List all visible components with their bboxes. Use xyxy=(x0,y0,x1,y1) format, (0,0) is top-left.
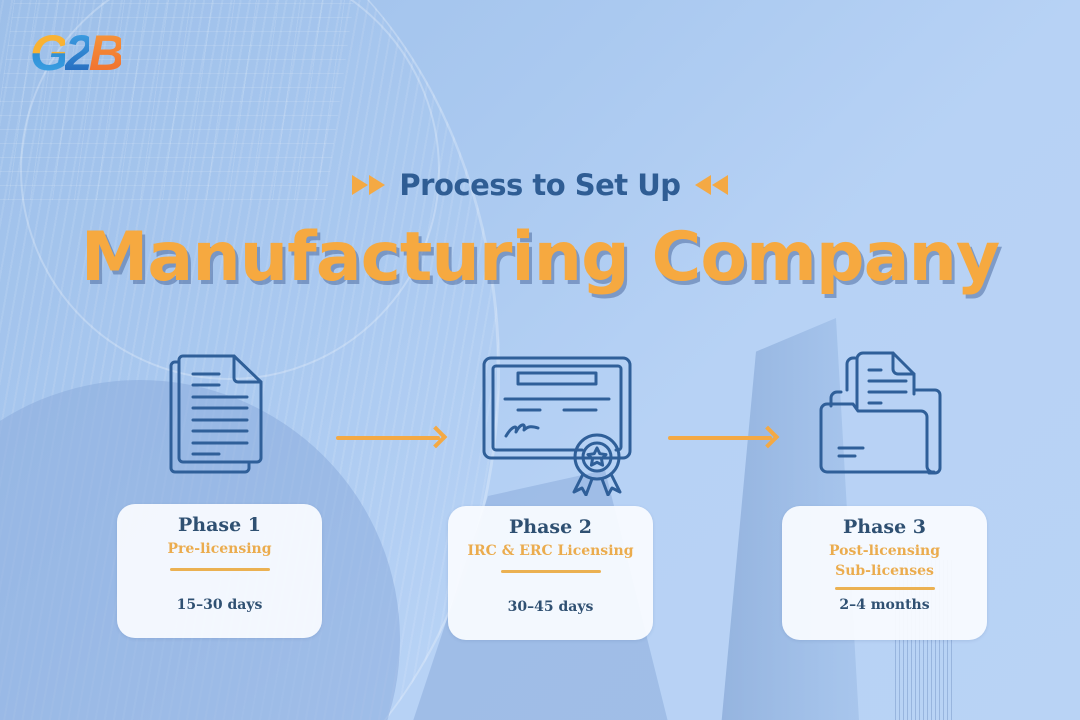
folder-document-icon xyxy=(817,350,943,476)
phase-duration: 30–45 days xyxy=(507,599,594,615)
phase-duration: 15–30 days xyxy=(176,597,263,613)
phase-description: IRC & ERC Licensing xyxy=(467,543,634,559)
divider xyxy=(500,570,601,573)
logo-letter-b: B xyxy=(88,25,125,81)
divider xyxy=(834,587,935,590)
phase-label: Phase 1 xyxy=(177,514,262,536)
arrow-right-icon xyxy=(668,436,772,440)
phase-label: Phase 2 xyxy=(508,516,593,538)
phase-description-line-2: Sub-licenses xyxy=(835,563,934,579)
phase-description-line-1: Post-licensing xyxy=(828,543,941,559)
double-triangle-left-icon xyxy=(694,175,728,195)
subtitle-row: Process to Set Up xyxy=(0,168,1080,202)
logo-digit-2: 2 xyxy=(64,25,93,81)
divider xyxy=(169,568,270,571)
page-subtitle: Process to Set Up xyxy=(399,168,681,202)
phase-duration: 2–4 months xyxy=(839,597,930,613)
phase-card-2: Phase 2 IRC & ERC Licensing 30–45 days xyxy=(448,506,653,640)
brand-logo: G2B xyxy=(30,25,125,81)
phase-label: Phase 3 xyxy=(842,516,927,538)
phase-description: Pre-licensing xyxy=(167,541,272,557)
bg-curve-outline xyxy=(20,0,440,380)
phase-card-3: Phase 3 Post-licensing Sub-licenses 2–4 … xyxy=(782,506,987,640)
double-triangle-right-icon xyxy=(352,175,386,195)
logo-letter-g: G xyxy=(30,25,69,81)
phase-card-1: Phase 1 Pre-licensing 15–30 days xyxy=(117,504,322,638)
page-title: Manufacturing Company xyxy=(80,218,1000,297)
arrow-right-icon xyxy=(336,436,440,440)
certificate-icon xyxy=(482,356,632,496)
document-stack-icon xyxy=(165,352,265,478)
